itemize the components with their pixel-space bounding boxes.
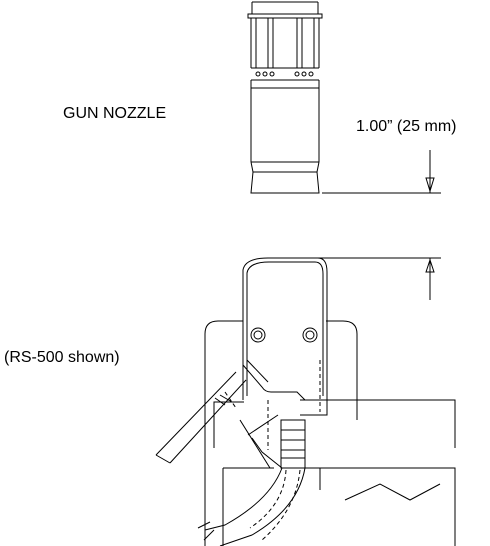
dimension-label: 1.00” (25 mm) [356,118,457,135]
dimension-lines [300,150,441,300]
gun-nozzle-label: GUN NOZZLE [63,105,167,122]
gun-body [156,258,455,546]
gun-nozzle [248,2,322,193]
model-shown-label: (RS-500 shown) [4,349,120,366]
hidden-lines [225,360,320,540]
